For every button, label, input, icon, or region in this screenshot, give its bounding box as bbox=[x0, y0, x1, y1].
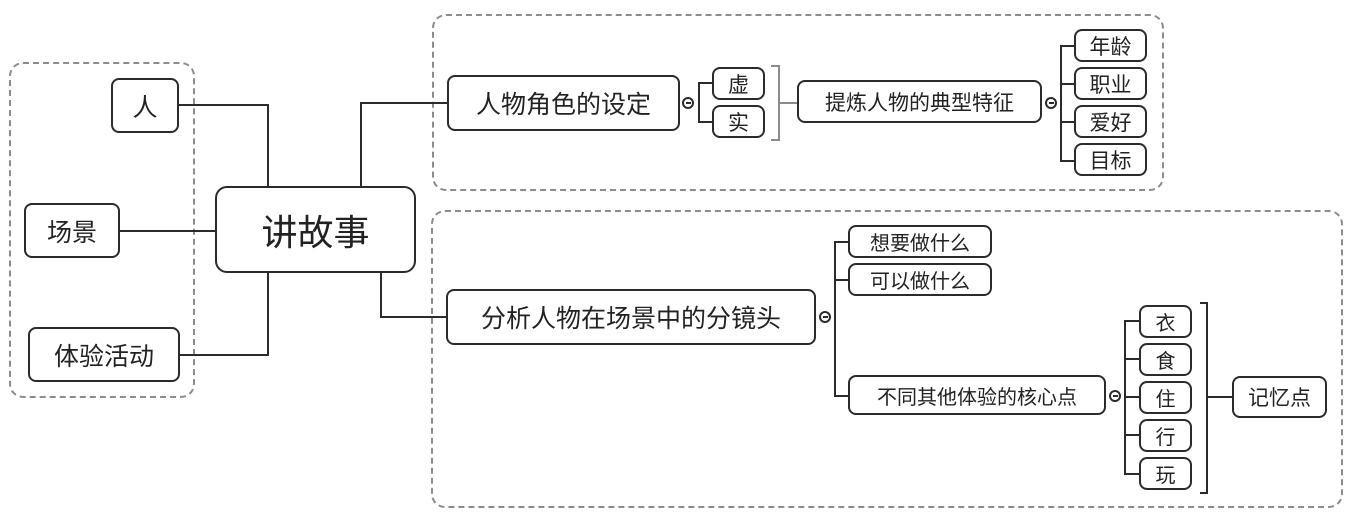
subtopic-play[interactable]: 玩 bbox=[1139, 457, 1192, 490]
connector bbox=[380, 316, 448, 318]
topic-label: 职业 bbox=[1089, 72, 1132, 97]
connector bbox=[178, 104, 269, 106]
topic-label: 人物角色的设定 bbox=[475, 90, 651, 119]
topic-scene[interactable]: 场景 bbox=[24, 203, 120, 258]
bracket bbox=[1200, 492, 1208, 494]
topic-label: 住 bbox=[1155, 387, 1176, 411]
connector bbox=[834, 241, 849, 243]
connector bbox=[834, 241, 836, 397]
summary-typical-traits[interactable]: 提炼人物的典型特征 bbox=[797, 80, 1042, 123]
central-topic-label: 讲故事 bbox=[261, 212, 370, 254]
connector bbox=[698, 82, 714, 84]
topic-label: 体验活动 bbox=[53, 341, 154, 371]
bracket bbox=[778, 65, 780, 141]
connector bbox=[267, 104, 269, 188]
topic-label: 分析人物在场景中的分镜头 bbox=[480, 304, 781, 333]
topic-label: 人 bbox=[132, 92, 158, 122]
connector bbox=[120, 230, 216, 232]
topic-label: 场景 bbox=[46, 217, 97, 247]
subtopic-real[interactable]: 实 bbox=[712, 105, 765, 138]
bracket bbox=[771, 65, 780, 67]
connector bbox=[1060, 160, 1075, 162]
topic-label: 不同其他体验的核心点 bbox=[877, 384, 1077, 409]
connector bbox=[1060, 45, 1062, 162]
connector bbox=[380, 272, 382, 317]
topic-label: 目标 bbox=[1089, 148, 1132, 173]
collapse-toggle-icon[interactable] bbox=[1109, 390, 1121, 402]
topic-label: 实 bbox=[728, 110, 749, 135]
subtopic-can-do[interactable]: 可以做什么 bbox=[848, 263, 992, 296]
connector bbox=[1060, 83, 1075, 85]
topic-label: 想要做什么 bbox=[870, 231, 970, 255]
connector bbox=[1124, 358, 1140, 360]
topic-label: 记忆点 bbox=[1248, 386, 1311, 410]
bracket-connector bbox=[780, 102, 798, 104]
connector bbox=[1060, 121, 1075, 123]
topic-label: 行 bbox=[1155, 425, 1176, 449]
central-topic[interactable]: 讲故事 bbox=[215, 186, 416, 273]
connector bbox=[1060, 45, 1075, 47]
collapse-toggle-icon[interactable] bbox=[819, 311, 831, 323]
connector bbox=[178, 354, 269, 356]
connector bbox=[834, 395, 849, 397]
topic-experience-activity[interactable]: 体验活动 bbox=[28, 327, 180, 382]
topic-person[interactable]: 人 bbox=[111, 78, 179, 133]
scene-group-boundary bbox=[431, 210, 1343, 508]
subtopic-want-to-do[interactable]: 想要做什么 bbox=[848, 225, 992, 258]
topic-label: 年龄 bbox=[1089, 34, 1132, 59]
topic-label: 衣 bbox=[1155, 311, 1176, 335]
subtopic-age[interactable]: 年龄 bbox=[1074, 29, 1147, 62]
connector bbox=[1124, 320, 1140, 322]
summary-memory-point[interactable]: 记忆点 bbox=[1232, 376, 1327, 418]
connector bbox=[1124, 396, 1140, 398]
collapse-toggle-icon[interactable] bbox=[1045, 97, 1057, 109]
collapse-toggle-icon[interactable] bbox=[682, 97, 694, 109]
subtopic-housing[interactable]: 住 bbox=[1139, 381, 1192, 414]
topic-label: 可以做什么 bbox=[870, 269, 970, 293]
subtopic-food[interactable]: 食 bbox=[1139, 343, 1192, 376]
topic-scene-shots[interactable]: 分析人物在场景中的分镜头 bbox=[446, 289, 816, 345]
connector bbox=[360, 102, 448, 104]
topic-label: 提炼人物的典型特征 bbox=[825, 90, 1014, 115]
bracket bbox=[1206, 302, 1208, 494]
topic-label: 虚 bbox=[728, 72, 749, 97]
subtopic-clothing[interactable]: 衣 bbox=[1139, 305, 1192, 338]
subtopic-virtual[interactable]: 虚 bbox=[712, 67, 765, 100]
connector bbox=[834, 279, 849, 281]
subtopic-hobby[interactable]: 爱好 bbox=[1074, 105, 1147, 138]
connector bbox=[360, 102, 362, 188]
topic-character-setting[interactable]: 人物角色的设定 bbox=[447, 75, 680, 131]
connector bbox=[698, 121, 714, 123]
connector bbox=[1124, 434, 1140, 436]
topic-label: 食 bbox=[1155, 349, 1176, 373]
subtopic-occupation[interactable]: 职业 bbox=[1074, 67, 1147, 100]
topic-label: 玩 bbox=[1155, 463, 1176, 487]
connector bbox=[698, 82, 700, 123]
topic-label: 爱好 bbox=[1089, 110, 1132, 135]
bracket bbox=[771, 139, 780, 141]
connector bbox=[1124, 473, 1140, 475]
subtopic-core-point[interactable]: 不同其他体验的核心点 bbox=[848, 375, 1106, 415]
connector bbox=[267, 272, 269, 356]
subtopic-travel[interactable]: 行 bbox=[1139, 419, 1192, 452]
subtopic-goal[interactable]: 目标 bbox=[1074, 143, 1147, 176]
bracket-connector bbox=[1208, 396, 1232, 398]
bracket bbox=[1200, 302, 1208, 304]
